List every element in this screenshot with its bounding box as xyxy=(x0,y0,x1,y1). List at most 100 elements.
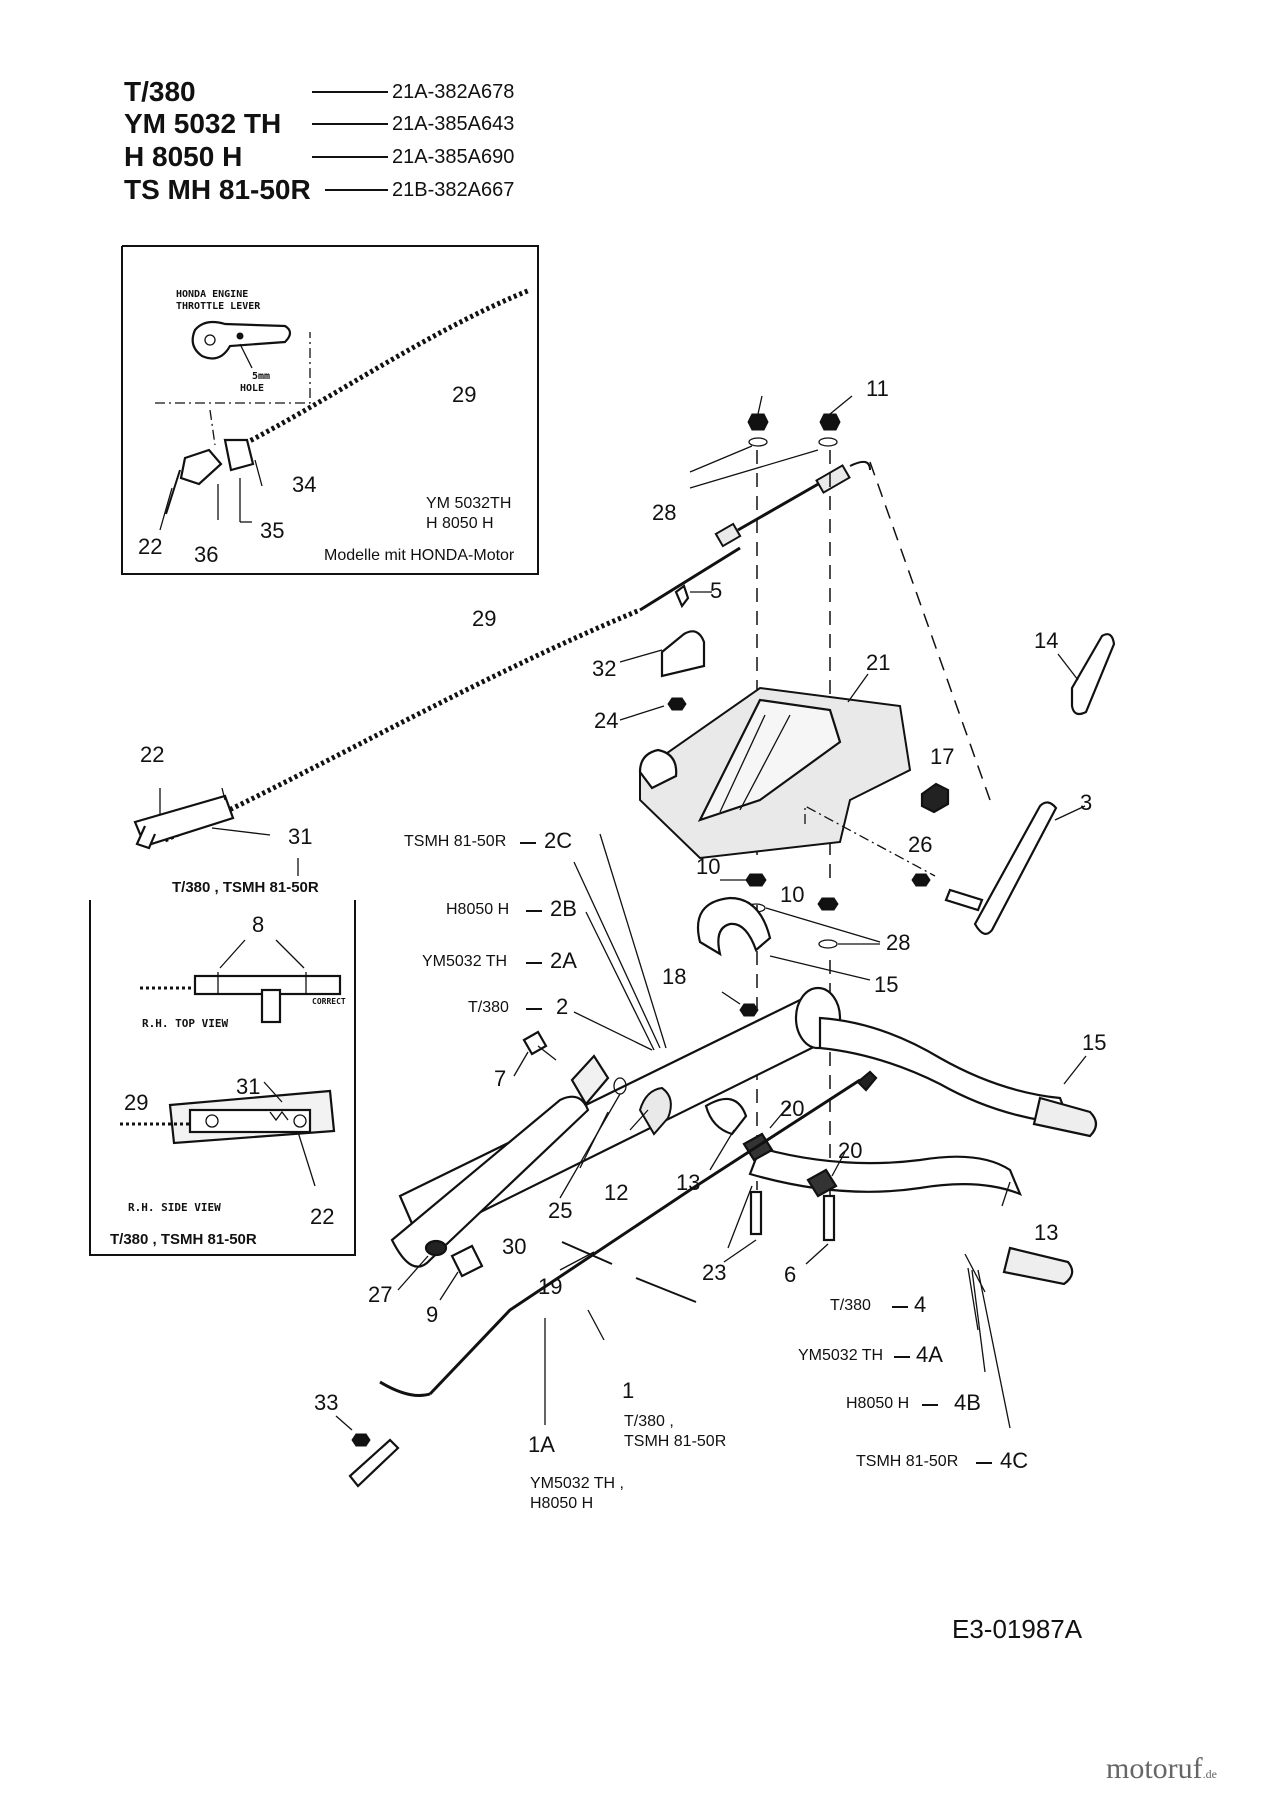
callout-33: 33 xyxy=(314,1390,339,1415)
variant-model: TSMH 81-50R xyxy=(404,833,507,850)
variant-dash xyxy=(922,1404,938,1406)
callout-9: 9 xyxy=(426,1302,439,1327)
model-part-number: 21A-382A678 xyxy=(392,81,515,103)
variant-model: H8050 H xyxy=(846,1395,910,1412)
callout-22: 22 xyxy=(140,742,165,767)
variant-code: 4 xyxy=(914,1292,927,1317)
model-name: T/380 xyxy=(124,76,196,107)
model-part-number: 21A-385A690 xyxy=(392,146,515,168)
variant-model: T/380 xyxy=(468,999,509,1016)
variant-dash xyxy=(526,1008,542,1010)
logo-text: motoruf xyxy=(1106,1752,1203,1785)
callout-20: 20 xyxy=(780,1096,805,1121)
callout-31: 31 xyxy=(288,824,313,849)
variant-model: T/380 xyxy=(830,1297,871,1314)
cable-1-model: T/380 , xyxy=(624,1413,674,1430)
callout-1: 1 xyxy=(622,1378,635,1403)
header-leaders xyxy=(312,91,388,191)
callout-1a: 1A xyxy=(528,1432,555,1457)
variant-dash xyxy=(526,910,542,912)
variant-code: 2 xyxy=(556,994,569,1019)
callout-29: 29 xyxy=(452,382,477,407)
callout-35: 35 xyxy=(260,518,285,543)
top-view-label: R.H. TOP VIEW xyxy=(142,1017,229,1030)
micro-label: CORRECT xyxy=(312,997,346,1006)
callout-17: 17 xyxy=(930,744,955,769)
callout-31: 31 xyxy=(236,1074,261,1099)
model-part-number: 21A-385A643 xyxy=(392,113,515,135)
drawing-code: E3-01987A xyxy=(952,1614,1083,1644)
honda-inset-frame xyxy=(121,245,539,575)
callout-22: 22 xyxy=(138,534,163,559)
model-part-number: 21B-382A667 xyxy=(392,179,515,201)
variant-code: 4A xyxy=(916,1342,943,1367)
callout-28: 28 xyxy=(652,500,677,525)
cable-1-model: TSMH 81-50R xyxy=(624,1433,727,1450)
model-name: YM 5032 TH xyxy=(124,108,282,139)
cable-1a-model: YM5032 TH , xyxy=(530,1475,624,1492)
callout-3: 3 xyxy=(1080,790,1093,815)
callout-27: 27 xyxy=(368,1282,393,1307)
callout-19: 19 xyxy=(538,1274,563,1299)
callout-12: 12 xyxy=(604,1180,629,1205)
callout-26: 26 xyxy=(908,832,933,857)
variant-code: 2A xyxy=(550,948,577,973)
inset-caption: T/380 , TSMH 81-50R xyxy=(110,1231,257,1248)
main-assembly xyxy=(133,395,1116,1488)
inset-model: H 8050 H xyxy=(426,515,494,532)
micro-label: 5mm xyxy=(252,371,271,382)
variant-dash xyxy=(976,1462,992,1464)
side-view-label: R.H. SIDE VIEW xyxy=(128,1201,221,1214)
variant-dash xyxy=(894,1356,910,1358)
callout-28: 28 xyxy=(886,930,911,955)
variant-code: 4B xyxy=(954,1390,981,1415)
logo-suffix: .de xyxy=(1202,1767,1217,1781)
callout-36: 36 xyxy=(194,542,219,567)
callout-29: 29 xyxy=(472,606,497,631)
variant-code: 2C xyxy=(544,828,573,853)
callout-7: 7 xyxy=(494,1066,507,1091)
variant-model: YM5032 TH xyxy=(422,953,508,970)
variant-dash xyxy=(526,962,542,964)
variant-model: H8050 H xyxy=(446,901,510,918)
callout-14: 14 xyxy=(1034,628,1059,653)
callout-6: 6 xyxy=(784,1262,797,1287)
callout-15: 15 xyxy=(874,972,899,997)
callout-23: 23 xyxy=(702,1260,727,1285)
cable-1a-model: H8050 H xyxy=(530,1495,594,1512)
inset-caption: Modelle mit HONDA-Motor xyxy=(324,547,515,564)
callout-34: 34 xyxy=(292,472,317,497)
variant-dash xyxy=(892,1306,908,1308)
callout-5: 5 xyxy=(710,578,723,603)
variant-model: YM5032 TH xyxy=(798,1347,884,1364)
callout-32: 32 xyxy=(592,656,617,681)
callout-13: 13 xyxy=(676,1170,701,1195)
variant-code: 4C xyxy=(1000,1448,1029,1473)
callout-29: 29 xyxy=(124,1090,149,1115)
callout-24: 24 xyxy=(594,708,619,733)
callout-13: 13 xyxy=(1034,1220,1059,1245)
micro-label: HONDA ENGINE xyxy=(176,289,249,300)
callout-8: 8 xyxy=(252,912,265,937)
callout-21: 21 xyxy=(866,650,891,675)
callout-10: 10 xyxy=(780,882,805,907)
callout-31-caption: T/380 , TSMH 81-50R xyxy=(172,879,319,896)
callout-15: 15 xyxy=(1082,1030,1107,1055)
callout-25: 25 xyxy=(548,1198,573,1223)
rh-inset-frame xyxy=(89,900,356,1256)
variant-model: TSMH 81-50R xyxy=(856,1453,959,1470)
micro-label: THROTTLE LEVER xyxy=(176,301,261,312)
variant-code: 2B xyxy=(550,896,577,921)
callout-11: 11 xyxy=(866,376,889,401)
callout-30: 30 xyxy=(502,1234,527,1259)
model-name: TS MH 81-50R xyxy=(124,174,311,205)
site-logo: motoruf.de xyxy=(1106,1754,1217,1784)
micro-label: HOLE xyxy=(240,383,265,394)
inset-model: YM 5032TH xyxy=(426,495,512,512)
callout-18: 18 xyxy=(662,964,687,989)
callout-20: 20 xyxy=(838,1138,863,1163)
callout-10: 10 xyxy=(696,854,721,879)
model-name: H 8050 H xyxy=(124,141,243,172)
variant-dash xyxy=(520,842,536,844)
